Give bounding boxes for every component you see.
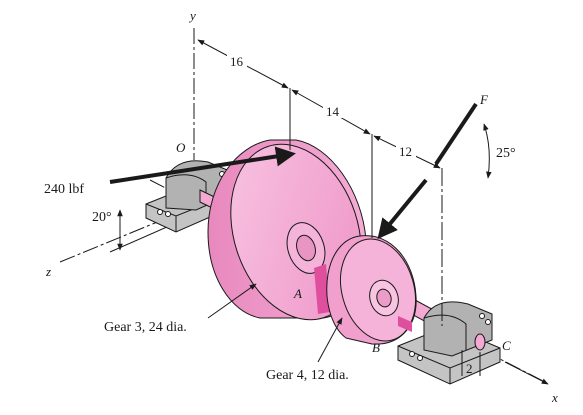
gear-4-leader <box>317 317 343 363</box>
gear-3-label: Gear 3, 24 dia. <box>104 320 187 335</box>
gear-4-key <box>398 316 412 332</box>
gear-3-leader <box>207 283 257 319</box>
force-f-label: F <box>479 92 489 107</box>
angle-20-label: 20° <box>92 210 112 225</box>
point-o-label: O <box>176 140 186 155</box>
gear-4-label: Gear 4, 12 dia. <box>266 368 349 383</box>
angle-25-label: 25° <box>496 146 516 161</box>
y-axis-label: y <box>188 8 196 23</box>
dim-14-label: 14 <box>326 104 340 119</box>
x-axis-label: x <box>551 390 558 405</box>
force-240-arrow <box>109 146 296 184</box>
x-axis-arrow <box>504 361 549 385</box>
force-gear3: 240 lbf 20° <box>44 146 296 251</box>
force-f-arrow <box>377 178 428 240</box>
z-axis-label: z <box>45 264 51 279</box>
dim-16-label: 16 <box>230 54 244 69</box>
dim-2-label: 2 <box>466 361 473 376</box>
force-240-label: 240 lbf <box>44 182 84 197</box>
gear-labels: Gear 3, 24 dia. Gear 4, 12 dia. <box>104 283 349 383</box>
gear-3-hub-inner <box>296 234 316 262</box>
point-b-label: B <box>372 340 380 355</box>
gear-4: B <box>326 235 417 355</box>
force-f-arrow-upper <box>434 102 478 166</box>
angle-25-arc <box>483 123 492 179</box>
force-gear4: F 25° <box>377 92 516 240</box>
point-c-label: C <box>502 338 511 353</box>
gear-3-key <box>314 264 330 314</box>
shaft-end <box>474 333 486 351</box>
point-a-label: A <box>293 286 302 301</box>
dim-12-label: 12 <box>399 144 412 159</box>
dimension-lines: 16 14 12 2 <box>197 39 481 376</box>
bearing-right: C <box>397 301 511 385</box>
